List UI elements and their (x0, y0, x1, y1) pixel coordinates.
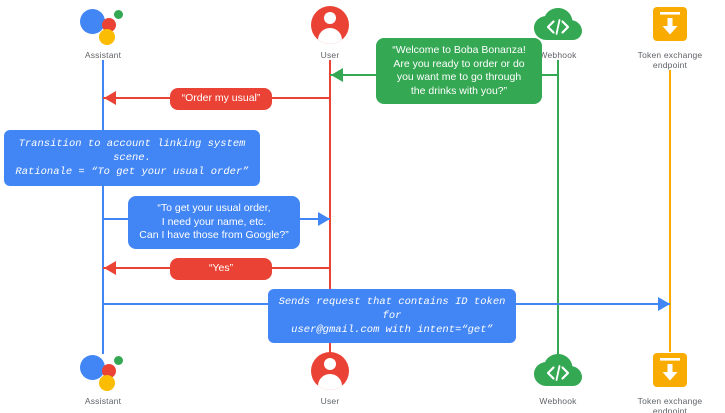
actor-label-webhook: Webhook (539, 50, 577, 60)
actor-webhook-bottom: Webhook (498, 350, 618, 406)
arrowhead-sends-request (658, 297, 670, 311)
actor-webhook-top: Webhook (498, 4, 618, 60)
download-box-icon (652, 6, 688, 44)
actor-token-endpoint-top: Token exchange endpoint (610, 4, 725, 70)
user-avatar-icon (311, 352, 349, 390)
arrowhead-ask-consent (318, 212, 330, 226)
arrowhead-yes (104, 261, 116, 275)
arrowhead-order-my-usual (104, 91, 116, 105)
actor-user-top: User (270, 4, 390, 60)
message-bubble-sends-request: Sends request that contains ID token for… (268, 289, 516, 343)
cloud-code-icon (534, 354, 582, 388)
actor-user-bottom: User (270, 350, 390, 406)
google-assistant-icon (80, 352, 126, 392)
actor-assistant-bottom: Assistant (43, 350, 163, 406)
lifeline-assistant (102, 60, 104, 354)
message-bubble-yes: “Yes” (170, 258, 272, 280)
actor-label-webhook: Webhook (539, 396, 577, 406)
user-avatar-icon (311, 6, 349, 44)
google-assistant-icon (80, 6, 126, 46)
actor-label-user: User (320, 50, 340, 60)
message-bubble-welcome: “Welcome to Boba Bonanza! Are you ready … (376, 38, 542, 104)
actor-label-assistant: Assistant (84, 50, 122, 60)
lifeline-webhook (557, 60, 559, 354)
actor-token-endpoint-bottom: Token exchange endpoint (610, 350, 725, 413)
lifeline-user (329, 60, 331, 354)
actor-label-assistant: Assistant (84, 396, 122, 406)
arrowhead-welcome (331, 68, 343, 82)
message-bubble-order-my-usual: “Order my usual” (170, 88, 272, 110)
actor-label-token-endpoint: Token exchange endpoint (637, 396, 703, 413)
download-box-icon (652, 352, 688, 390)
message-bubble-transition-note: Transition to account linking system sce… (4, 130, 260, 186)
actor-assistant-top: Assistant (43, 4, 163, 60)
actor-label-token-endpoint: Token exchange endpoint (637, 50, 703, 70)
lifeline-token-endpoint (669, 70, 671, 352)
message-bubble-ask-consent: “To get your usual order, I need your na… (128, 196, 300, 249)
cloud-code-icon (534, 8, 582, 42)
actor-label-user: User (320, 396, 340, 406)
